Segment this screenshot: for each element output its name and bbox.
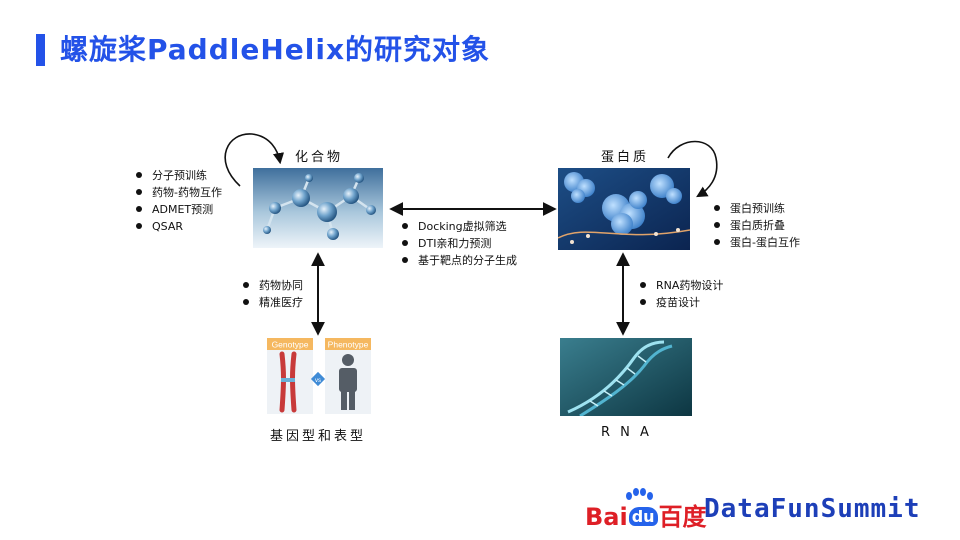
list-item: 精准医疗	[243, 294, 303, 311]
compound-label: 化合物	[295, 150, 344, 165]
vs-label: vs	[315, 378, 321, 384]
list-item: Docking虚拟筛选	[402, 218, 517, 235]
protein-image	[558, 168, 690, 250]
baidu-logo-bai: Bai	[585, 503, 628, 531]
protein-rna-task-list: RNA药物设计 疫苗设计	[640, 277, 723, 311]
list-item: QSAR	[136, 218, 222, 235]
phenotype-tag: Phenotype	[328, 340, 369, 350]
compound-protein-task-list: Docking虚拟筛选 DTI亲和力预测 基于靶点的分子生成	[402, 218, 517, 269]
list-item: 疫苗设计	[640, 294, 723, 311]
list-item: 蛋白预训练	[714, 200, 800, 217]
rna-label: R N A	[601, 425, 652, 440]
list-item: 分子预训练	[136, 167, 222, 184]
list-item: 蛋白-蛋白互作	[714, 234, 800, 251]
compound-image	[253, 168, 383, 248]
baidu-logo-du: du	[628, 507, 658, 526]
title-accent-bar	[36, 34, 45, 66]
compound-genotype-task-list: 药物协同 精准医疗	[243, 277, 303, 311]
list-item: ADMET预测	[136, 201, 222, 218]
baidu-logo-cn: 百度	[658, 503, 707, 531]
list-item: 药物-药物互作	[136, 184, 222, 201]
baidu-paw-icon	[626, 488, 653, 500]
genotype-tag: Genotype	[272, 340, 309, 350]
protein-task-list: 蛋白预训练 蛋白质折叠 蛋白-蛋白互作	[714, 200, 800, 251]
list-item: 基于靶点的分子生成	[402, 252, 517, 269]
compound-task-list: 分子预训练 药物-药物互作 ADMET预测 QSAR	[136, 167, 222, 235]
chromosome-icon	[279, 351, 297, 413]
person-icon	[339, 354, 357, 410]
rna-image	[560, 338, 692, 416]
protein-label: 蛋白质	[601, 150, 650, 165]
datafun-summit-logo: DataFunSummit	[704, 494, 921, 524]
genotype-phenotype-image: Genotype Phenotype vs	[266, 338, 372, 414]
page-title: 螺旋桨PaddleHelix的研究对象	[60, 33, 491, 66]
genotype-phenotype-label: 基因型和表型	[270, 429, 367, 444]
list-item: RNA药物设计	[640, 277, 723, 294]
list-item: 药物协同	[243, 277, 303, 294]
list-item: DTI亲和力预测	[402, 235, 517, 252]
list-item: 蛋白质折叠	[714, 217, 800, 234]
